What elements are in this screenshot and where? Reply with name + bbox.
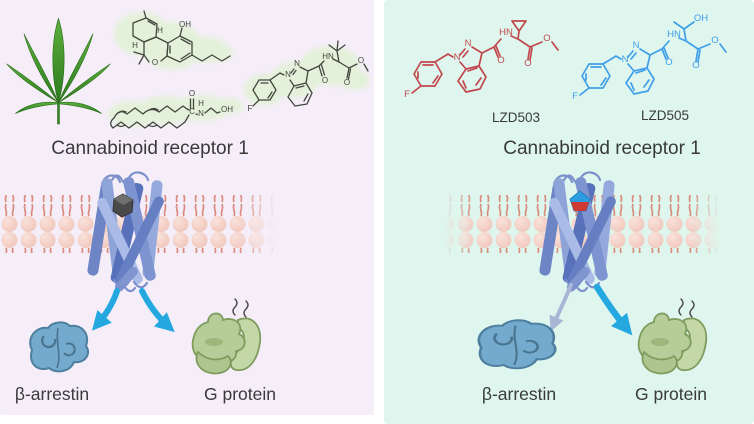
atom-label: O	[322, 76, 328, 85]
atom-label: F	[572, 91, 578, 102]
atom-label: O	[358, 56, 364, 65]
atom-label: O	[189, 89, 195, 98]
atom-label: OH	[694, 13, 708, 24]
atom-label: OH	[179, 20, 191, 29]
atom-label: HN	[499, 27, 513, 38]
atom-label: HN	[322, 52, 334, 61]
atom-label: C	[189, 107, 195, 116]
atom-label: H	[198, 99, 204, 108]
atom-label: H	[132, 41, 138, 50]
atom-label: O	[524, 58, 531, 69]
atom-label: O	[665, 57, 672, 68]
g-protein-label-left: G protein	[204, 384, 276, 404]
atom-label: O	[692, 60, 699, 71]
atom-label: N	[198, 109, 204, 118]
atom-label: N	[465, 38, 472, 49]
arrow-to-arrestin-right	[549, 283, 573, 332]
atom-label: O	[497, 55, 504, 66]
thc-structure: OH H H O	[114, 10, 234, 70]
compound-label-lzd503: LZD503	[492, 110, 540, 125]
atom-label: F	[404, 89, 410, 100]
anandamide-structure: O H C N OH	[108, 89, 243, 129]
atom-label: O	[711, 35, 718, 46]
atom-label: H	[157, 26, 163, 35]
panel-title-left: Cannabinoid receptor 1	[51, 138, 249, 159]
lzd505-structure: F N N HN O OH O O	[572, 13, 727, 102]
atom-label: O	[543, 33, 550, 44]
atom-label: OH	[221, 105, 233, 114]
cb1-receptor-right	[537, 171, 619, 295]
atom-label: N	[285, 70, 291, 79]
atom-label: F	[248, 104, 253, 113]
lzd503-structure: F N N HN O O O	[404, 20, 559, 100]
arrow-to-gprotein-left	[139, 288, 175, 333]
thc-ligand	[112, 193, 134, 218]
atom-label: N	[454, 52, 461, 63]
arrow-to-gprotein-right	[593, 283, 633, 336]
beta-arrestin-label-right: β-arrestin	[482, 384, 556, 404]
atom-label: N	[622, 54, 629, 65]
atom-label: O	[344, 78, 350, 87]
panel-title-right: Cannabinoid receptor 1	[503, 138, 701, 159]
beta-arrestin-label-left: β-arrestin	[15, 384, 89, 404]
arrow-to-arrestin-left	[91, 288, 120, 331]
atom-label: HN	[667, 29, 681, 40]
lzd-ligand	[569, 190, 591, 212]
cannabis-leaf-icon	[6, 17, 111, 125]
atom-label: O	[152, 58, 158, 67]
synthetic-cannabinoid-structure: F N N HN O O O	[244, 40, 370, 113]
atom-label: N	[633, 40, 640, 51]
compound-label-lzd505: LZD505	[641, 108, 689, 123]
cb1-receptor-left	[85, 171, 167, 295]
atom-label: N	[294, 59, 300, 68]
g-protein-label-right: G protein	[635, 384, 707, 404]
